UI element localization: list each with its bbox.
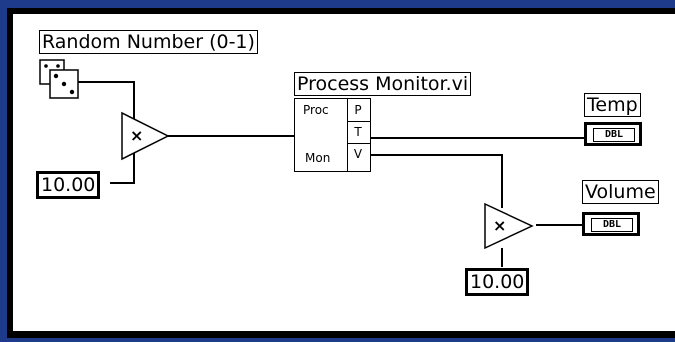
subvi-terminal-t[interactable]: T xyxy=(354,125,362,139)
volume-indicator[interactable]: DBL xyxy=(582,212,640,236)
window-frame-bottom xyxy=(0,338,675,342)
numeric-constant-left[interactable]: 10.00 xyxy=(36,171,101,199)
diagram-border-left xyxy=(7,8,13,338)
multiply-node-1[interactable]: × xyxy=(121,111,170,161)
window-frame-top xyxy=(0,0,675,8)
volume-label: Volume xyxy=(582,180,659,204)
diagram-border-top xyxy=(7,8,675,14)
subvi-name-label: Process Monitor.vi xyxy=(294,72,472,96)
subvi-terminal-p[interactable]: P xyxy=(354,103,362,117)
multiply-node-2[interactable]: × xyxy=(484,202,534,250)
dice-icon[interactable] xyxy=(39,59,79,99)
temp-indicator[interactable]: DBL xyxy=(584,122,642,146)
window-frame-left xyxy=(0,0,7,342)
wire-random-to-multiply xyxy=(76,81,135,125)
multiply-symbol-1: × xyxy=(130,126,143,145)
temp-label: Temp xyxy=(584,93,641,117)
wire-v-to-multiply xyxy=(369,154,503,208)
wire-const-to-multiply xyxy=(110,147,135,184)
multiply-symbol-2: × xyxy=(493,216,506,235)
process-monitor-subvi[interactable]: Proc Mon P T V xyxy=(294,98,371,172)
subvi-mon-label: Mon xyxy=(305,151,331,165)
subvi-proc-label: Proc xyxy=(303,103,329,117)
volume-type-badge: DBL xyxy=(591,218,633,232)
temp-type-badge: DBL xyxy=(593,128,635,142)
diagram-border-bottom xyxy=(7,331,675,338)
numeric-constant-bottom[interactable]: 10.00 xyxy=(465,268,530,296)
subvi-terminal-v[interactable]: V xyxy=(353,147,363,161)
random-number-label: Random Number (0-1) xyxy=(39,30,258,54)
